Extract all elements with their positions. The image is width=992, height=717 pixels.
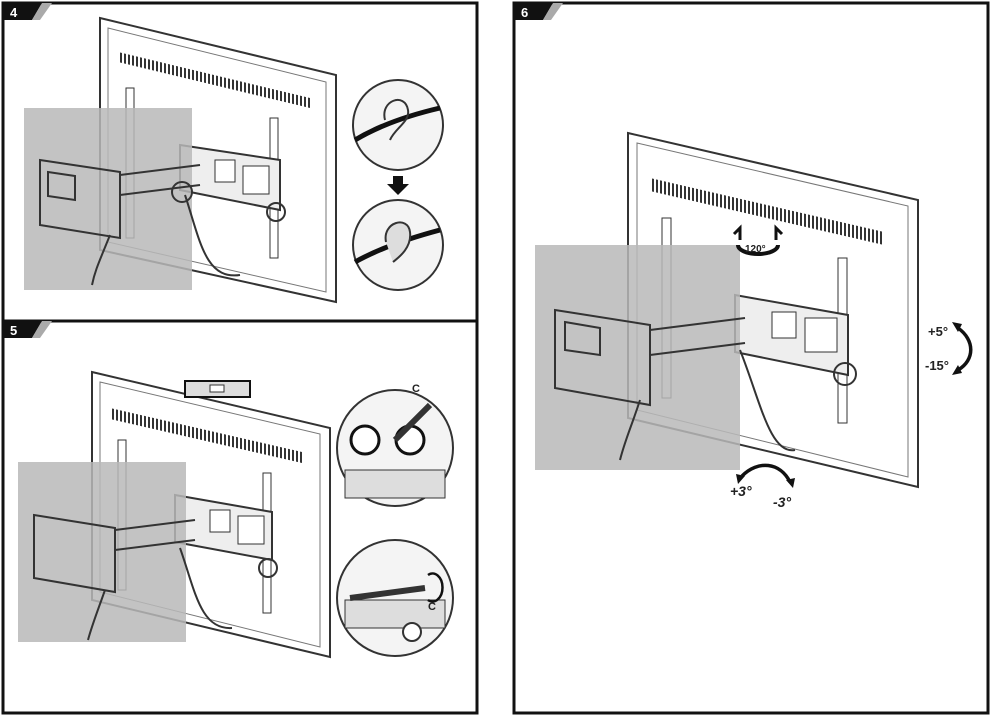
step-number: 5 [10,323,17,338]
tilt-up-label: +5° [928,324,948,339]
swivel-indicator: 120° [732,224,784,256]
rotate-arrow-icon [427,572,444,603]
cable-clip-inset-closed [352,199,444,291]
wall-plate-arm [33,513,278,641]
rotate-arrow-icon [732,224,784,240]
tighten-bolt-inset-top: C [336,383,454,507]
swivel-angle-label: 120° [745,244,766,255]
tv-vent [110,408,302,463]
step-number: 4 [10,5,18,20]
tighten-bolt-inset-bottom: C [336,539,454,657]
tv-vent [650,178,884,245]
level-minus-label: -3° [773,494,791,510]
step-badge: 5 [3,321,52,338]
wall-plate-arm [554,308,857,461]
level-adjust-indicator: +3° -3° [730,463,795,510]
panel-step-4: 4 [1,1,479,323]
step-badge: 6 [514,3,563,20]
step-number: 6 [521,5,528,20]
panel-step-5: 5 [1,319,479,715]
cable-clip-inset-open [352,79,444,171]
panel-step-6: 6 120° [512,1,990,715]
level-arrow-icon [740,463,792,483]
tilt-down-label: -15° [925,358,949,373]
arrow-down-icon [387,176,409,195]
wall [535,245,740,470]
wrench-label: C [428,601,436,613]
step-badge: 4 [3,3,52,20]
bubble-level [184,380,251,398]
tv-vent [118,52,310,108]
level-plus-label: +3° [730,483,752,499]
wrench-label: C [412,383,420,395]
wall [24,108,192,290]
wall-plate-arm [39,158,286,286]
wall [18,462,186,642]
tilt-indicator: +5° -15° [925,322,973,375]
tilt-arrow-icon [956,326,973,372]
